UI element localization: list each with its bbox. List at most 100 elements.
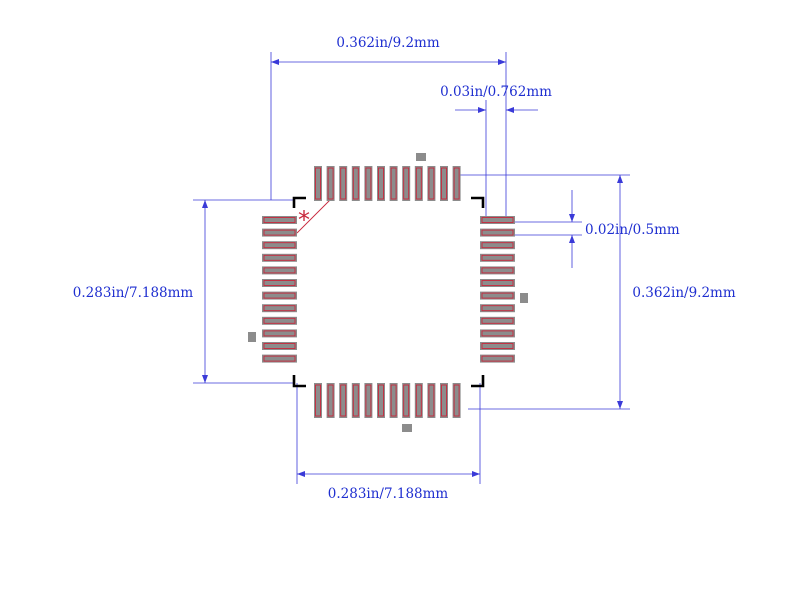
dim-left-height: 0.283in/7.188mm bbox=[73, 285, 194, 301]
pad bbox=[364, 166, 373, 201]
pad bbox=[414, 383, 423, 418]
pad bbox=[427, 383, 436, 418]
pad-outline bbox=[263, 229, 296, 236]
pad bbox=[262, 342, 297, 350]
pad-outline bbox=[378, 384, 384, 417]
pad bbox=[480, 354, 515, 363]
pad-outline bbox=[263, 330, 296, 337]
pad bbox=[262, 279, 297, 287]
pad-outline bbox=[263, 254, 296, 261]
pad-outline bbox=[441, 384, 447, 417]
pad-outline bbox=[327, 167, 334, 200]
pad bbox=[364, 383, 373, 418]
pad bbox=[262, 291, 297, 300]
pad-outline bbox=[365, 384, 372, 417]
pad-outline bbox=[481, 305, 514, 312]
pads-left bbox=[262, 216, 297, 363]
pads-bottom bbox=[314, 383, 461, 418]
pad-outline bbox=[403, 167, 410, 200]
dim-pitch: 0.02in/0.5mm bbox=[585, 222, 680, 238]
pad-outline bbox=[263, 280, 296, 286]
pad bbox=[262, 216, 297, 224]
pad-outline bbox=[481, 317, 514, 324]
dim-top-width: 0.362in/9.2mm bbox=[336, 35, 439, 51]
pad-outline bbox=[415, 167, 422, 200]
pad bbox=[414, 166, 423, 201]
pad-outline bbox=[263, 343, 296, 349]
pad-outline bbox=[315, 384, 321, 417]
pad-outline bbox=[352, 384, 359, 417]
pin1-marker: * bbox=[298, 206, 310, 234]
dimension-lines bbox=[193, 52, 630, 484]
pad bbox=[262, 304, 297, 313]
pad-outline bbox=[481, 242, 514, 249]
pad-outline bbox=[365, 167, 372, 200]
pads-right bbox=[480, 216, 515, 363]
pad-outline bbox=[378, 167, 384, 200]
pad-outline bbox=[263, 267, 296, 274]
body-outline bbox=[292, 196, 485, 388]
pad-outline bbox=[453, 167, 460, 200]
pad bbox=[480, 241, 515, 250]
pad bbox=[480, 291, 515, 300]
pad-outline bbox=[390, 384, 397, 417]
pad bbox=[480, 228, 515, 237]
pad bbox=[314, 166, 322, 201]
pad bbox=[452, 383, 461, 418]
pad-outline bbox=[481, 355, 514, 362]
pad-outline bbox=[403, 384, 410, 417]
pad-outline bbox=[453, 384, 460, 417]
pad bbox=[262, 354, 297, 363]
pad bbox=[339, 166, 348, 201]
pad bbox=[480, 253, 515, 262]
pad bbox=[402, 383, 411, 418]
dim-right-height: 0.362in/9.2mm bbox=[632, 285, 735, 301]
pad bbox=[326, 383, 335, 418]
pad bbox=[480, 216, 515, 224]
pad bbox=[389, 166, 398, 201]
pad bbox=[262, 228, 297, 237]
pad-outline bbox=[481, 280, 514, 286]
pad bbox=[480, 304, 515, 313]
marker-bottom bbox=[402, 424, 412, 432]
marker-left bbox=[248, 332, 256, 342]
pad-outline bbox=[481, 343, 514, 349]
pad bbox=[262, 266, 297, 275]
pad bbox=[452, 166, 461, 201]
pad bbox=[480, 266, 515, 275]
marker-top bbox=[416, 153, 426, 161]
pad bbox=[402, 166, 411, 201]
pad bbox=[427, 166, 436, 201]
pad-outline bbox=[481, 330, 514, 337]
pad bbox=[377, 166, 385, 201]
dim-bottom-width: 0.283in/7.188mm bbox=[328, 486, 449, 502]
pad-outline bbox=[428, 384, 435, 417]
pad-outline bbox=[263, 292, 296, 299]
pad-outline bbox=[263, 355, 296, 362]
pad-outline bbox=[481, 254, 514, 261]
marker-right bbox=[520, 293, 528, 303]
pad bbox=[351, 166, 360, 201]
pad bbox=[480, 316, 515, 325]
pad-outline bbox=[263, 317, 296, 324]
pad bbox=[377, 383, 385, 418]
pad-outline bbox=[327, 384, 334, 417]
pads-top bbox=[314, 166, 461, 201]
dim-pad-length: 0.03in/0.762mm bbox=[440, 84, 552, 100]
pad bbox=[262, 329, 297, 338]
pad-outline bbox=[481, 217, 514, 223]
pad bbox=[262, 253, 297, 262]
pad-outline bbox=[390, 167, 397, 200]
pad bbox=[262, 241, 297, 250]
pad-outline bbox=[481, 267, 514, 274]
pad-outline bbox=[340, 384, 347, 417]
pad-outline bbox=[481, 292, 514, 299]
pad bbox=[326, 166, 335, 201]
pad-outline bbox=[352, 167, 359, 200]
pad-outline bbox=[428, 167, 435, 200]
pad-outline bbox=[481, 229, 514, 236]
pad bbox=[480, 279, 515, 287]
pad bbox=[262, 316, 297, 325]
pad bbox=[339, 383, 348, 418]
